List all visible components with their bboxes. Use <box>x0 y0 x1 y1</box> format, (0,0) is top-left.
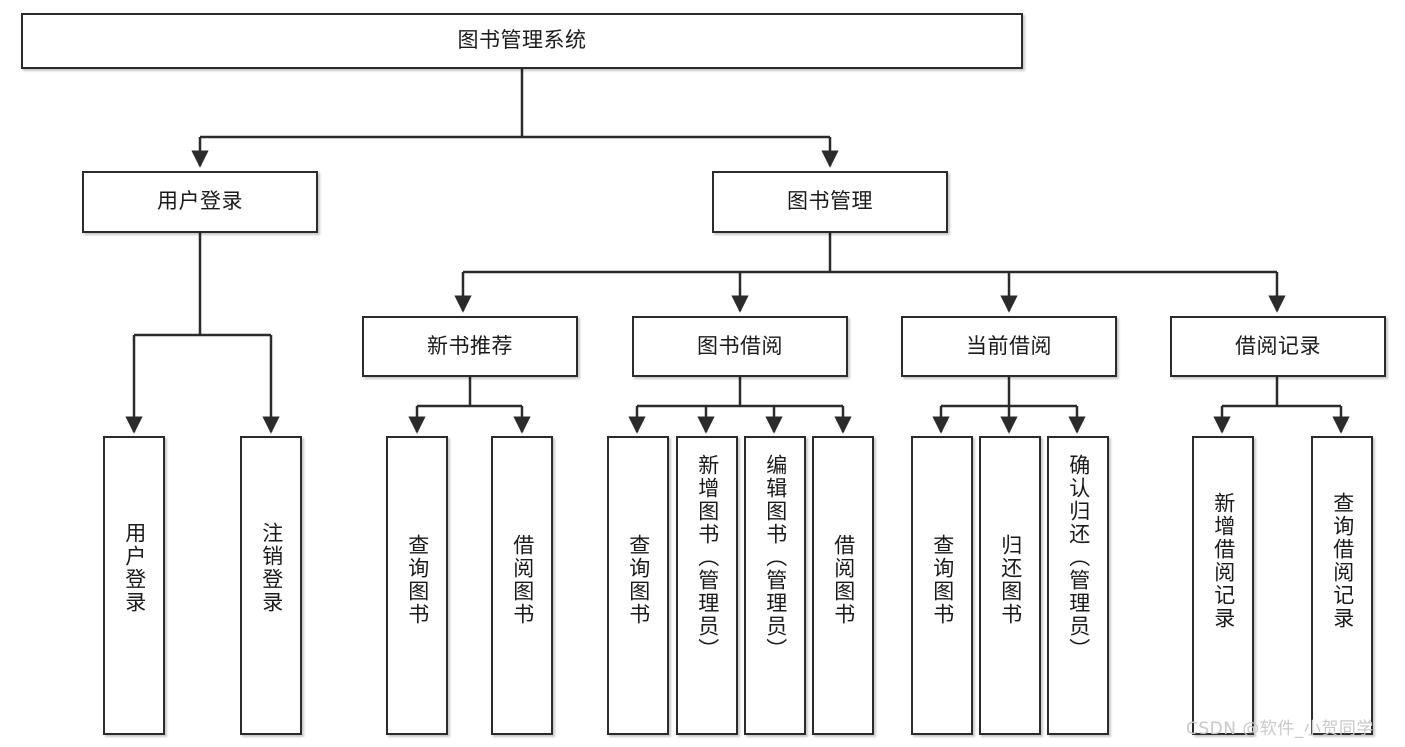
node-leaf-borrow-book-2[interactable]: 借阅图书 <box>812 436 874 735</box>
node-leaf-confirm-return[interactable]: 确认归还（管理员） <box>1047 436 1109 735</box>
node-user-login[interactable]: 用户登录 <box>82 171 318 233</box>
node-borrow-record-label: 借阅记录 <box>1235 333 1321 358</box>
node-leaf-add-book-label: 新增图书（管理员） <box>695 454 720 661</box>
node-leaf-add-record[interactable]: 新增借阅记录 <box>1192 436 1254 735</box>
node-book-borrow[interactable]: 图书借阅 <box>632 316 848 377</box>
node-leaf-borrow-book-2-label: 借阅图书 <box>831 534 856 626</box>
node-leaf-query-book-2-label: 查询图书 <box>626 534 651 626</box>
node-new-book-recommend-label: 新书推荐 <box>427 333 513 358</box>
node-leaf-edit-book-label: 编辑图书（管理员） <box>763 454 788 661</box>
node-leaf-query-book-3[interactable]: 查询图书 <box>911 436 973 735</box>
node-leaf-query-record-label: 查询借阅记录 <box>1330 492 1355 630</box>
node-leaf-user-logout-label: 注销登录 <box>259 522 284 614</box>
node-leaf-query-record[interactable]: 查询借阅记录 <box>1311 436 1373 735</box>
node-book-borrow-label: 图书借阅 <box>697 333 783 358</box>
node-leaf-add-book[interactable]: 新增图书（管理员） <box>676 436 738 735</box>
watermark-text: CSDN @软件_小贺同学 <box>1186 719 1374 739</box>
node-new-book-recommend[interactable]: 新书推荐 <box>362 316 578 377</box>
node-leaf-user-logout[interactable]: 注销登录 <box>240 436 302 735</box>
node-leaf-query-book-1[interactable]: 查询图书 <box>386 436 448 735</box>
node-leaf-user-login-label: 用户登录 <box>122 522 147 614</box>
node-user-login-label: 用户登录 <box>157 189 243 214</box>
node-leaf-return-book-label: 归还图书 <box>998 534 1023 626</box>
node-leaf-add-record-label: 新增借阅记录 <box>1211 492 1236 630</box>
node-book-manage[interactable]: 图书管理 <box>712 171 948 233</box>
node-leaf-edit-book[interactable]: 编辑图书（管理员） <box>744 436 806 735</box>
node-leaf-confirm-return-label: 确认归还（管理员） <box>1066 454 1091 661</box>
node-leaf-return-book[interactable]: 归还图书 <box>979 436 1041 735</box>
node-leaf-borrow-book-1[interactable]: 借阅图书 <box>491 436 553 735</box>
node-current-borrow-label: 当前借阅 <box>966 333 1052 358</box>
node-leaf-query-book-3-label: 查询图书 <box>930 534 955 626</box>
node-leaf-user-login[interactable]: 用户登录 <box>103 436 165 735</box>
node-root[interactable]: 图书管理系统 <box>21 13 1023 69</box>
node-leaf-query-book-1-label: 查询图书 <box>405 534 430 626</box>
node-borrow-record[interactable]: 借阅记录 <box>1170 316 1386 377</box>
node-book-manage-label: 图书管理 <box>787 189 873 214</box>
node-current-borrow[interactable]: 当前借阅 <box>901 316 1117 377</box>
node-leaf-query-book-2[interactable]: 查询图书 <box>607 436 669 735</box>
node-root-label: 图书管理系统 <box>457 28 587 53</box>
node-leaf-borrow-book-1-label: 借阅图书 <box>510 534 535 626</box>
